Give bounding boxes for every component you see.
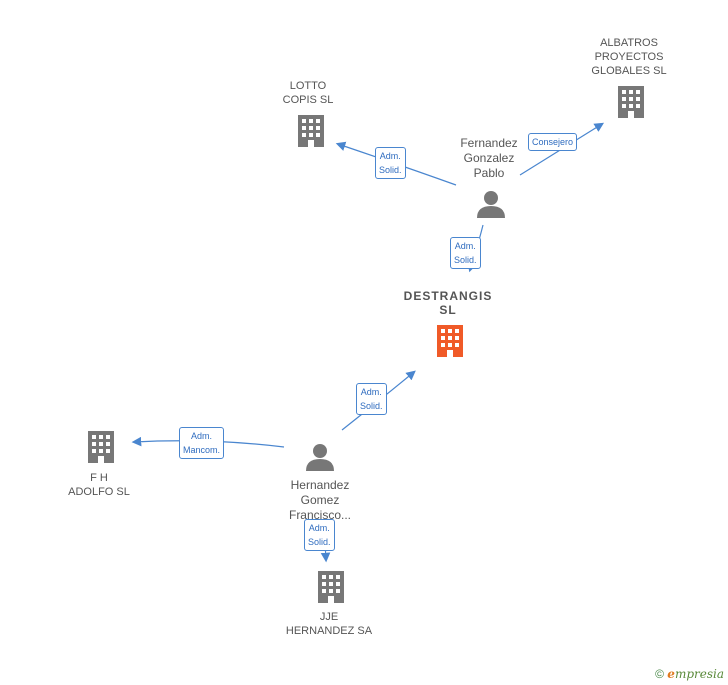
- hernandez-person-icon: [306, 444, 334, 471]
- destrangis-building-icon: [437, 325, 463, 357]
- jje-building-icon: [318, 571, 344, 603]
- edge-label-fernandez-lotto[interactable]: Adm. Solid.: [375, 147, 406, 179]
- edge-label-fernandez-destrangis[interactable]: Adm. Solid.: [450, 237, 481, 269]
- jje-label[interactable]: JJE HERNANDEZ SA: [285, 611, 373, 637]
- destrangis-label[interactable]: DESTRANGIS SL: [403, 289, 493, 317]
- brand-logo: empresia: [667, 667, 724, 681]
- lotto-label[interactable]: LOTTO COPIS SL: [282, 80, 334, 106]
- edge-label-hernandez-jje[interactable]: Adm. Solid.: [304, 519, 335, 551]
- lotto-building-icon: [298, 115, 324, 147]
- edge-label-hernandez-destrangis[interactable]: Adm. Solid.: [356, 383, 387, 415]
- albatros-building-icon: [618, 86, 644, 118]
- fernandez-person-icon: [477, 191, 505, 218]
- albatros-label[interactable]: ALBATROS PROYECTOS GLOBALES SL: [591, 37, 667, 77]
- fh-building-icon: [88, 431, 114, 463]
- fernandez-label[interactable]: Fernandez Gonzalez Pablo: [460, 136, 518, 180]
- hernandez-label[interactable]: Hernandez Gomez Francisco...: [288, 478, 351, 522]
- edge-label-consejero[interactable]: Consejero: [528, 133, 578, 151]
- empresia-watermark: © empresia: [655, 667, 724, 681]
- fh-label[interactable]: F H ADOLFO SL: [68, 472, 130, 498]
- edge-label-hernandez-fh[interactable]: Adm. Mancom.: [179, 427, 225, 459]
- copyright-icon: ©: [655, 667, 664, 681]
